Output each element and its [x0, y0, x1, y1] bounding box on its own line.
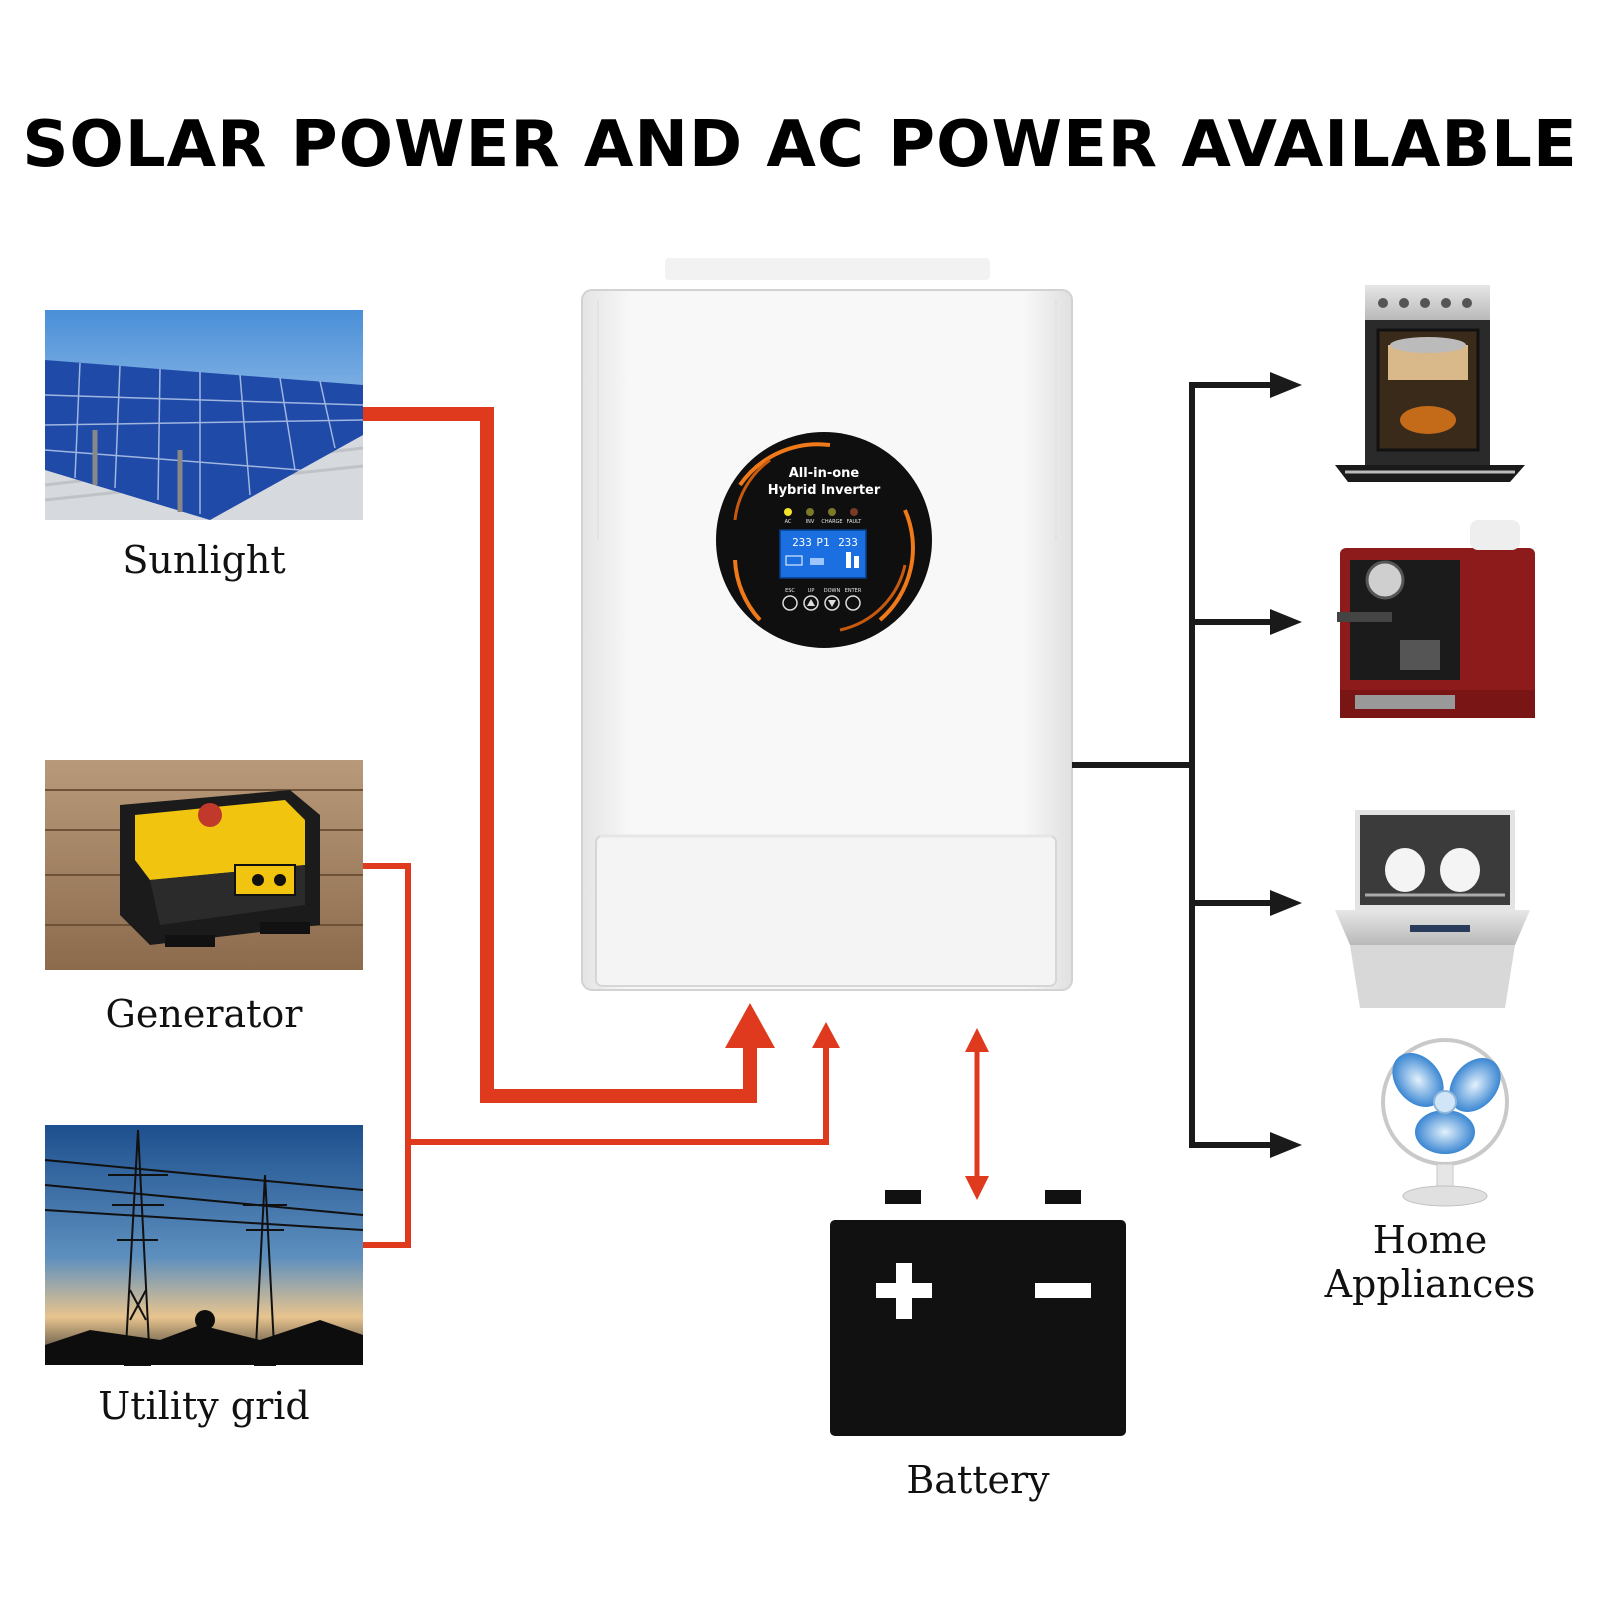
fan-icon	[1381, 1038, 1509, 1207]
lcd-screen	[779, 529, 867, 579]
source-label-generator: Generator	[105, 992, 303, 1036]
enter-button-label: ENTER	[845, 588, 862, 594]
output-distribution-lines	[1072, 382, 1275, 1148]
output-arrowheads	[1270, 372, 1302, 1158]
ac-led	[784, 508, 792, 516]
coffee-machine-icon	[1337, 520, 1535, 718]
inv-led	[806, 508, 814, 516]
esc-button[interactable]	[782, 595, 798, 611]
esc-button-label: ESC	[785, 588, 795, 594]
source-label-utility-grid: Utility grid	[98, 1384, 310, 1428]
inv-led-label: INV	[806, 519, 815, 525]
up-button-label: UP	[808, 588, 815, 594]
charge-led-label: CHARGE	[821, 519, 842, 525]
fault-led	[850, 508, 858, 516]
up-button[interactable]	[803, 595, 819, 611]
lcd-right-value: 233	[838, 536, 858, 549]
lcd-left-value: 233	[792, 536, 812, 549]
charge-led	[828, 508, 836, 516]
page-title: SOLAR POWER AND AC POWER AVAILABLE	[22, 108, 1578, 182]
ac-led-label: AC	[785, 519, 792, 525]
down-button-label: DOWN	[824, 588, 841, 594]
down-button[interactable]	[824, 595, 840, 611]
utility-grid-photo	[44, 1125, 364, 1366]
lcd-mode-value: P1	[816, 536, 829, 549]
source-label-sunlight: Sunlight	[122, 538, 286, 582]
dishwasher-icon	[1335, 810, 1530, 1008]
ac-flow-line	[363, 863, 840, 1248]
solar-flow-line	[363, 407, 775, 1103]
battery-flow-arrow	[965, 1028, 989, 1200]
hybrid-inverter: All-in-one Hybrid Inverter AC INV CHARGE…	[581, 258, 1073, 991]
battery-label: Battery	[906, 1458, 1050, 1502]
battery-icon	[830, 1190, 1126, 1436]
solar-panel-photo	[44, 310, 364, 520]
enter-button[interactable]	[845, 595, 861, 611]
generator-photo	[45, 760, 363, 970]
inverter-control-panel: All-in-one Hybrid Inverter AC INV CHARGE…	[716, 432, 932, 648]
oven-icon	[1335, 285, 1525, 482]
panel-title-line2: Hybrid Inverter	[768, 483, 881, 498]
home-appliances-label: Home Appliances	[1324, 1218, 1536, 1306]
panel-title-line1: All-in-one	[789, 466, 860, 481]
fault-led-label: FAULT	[847, 519, 863, 525]
